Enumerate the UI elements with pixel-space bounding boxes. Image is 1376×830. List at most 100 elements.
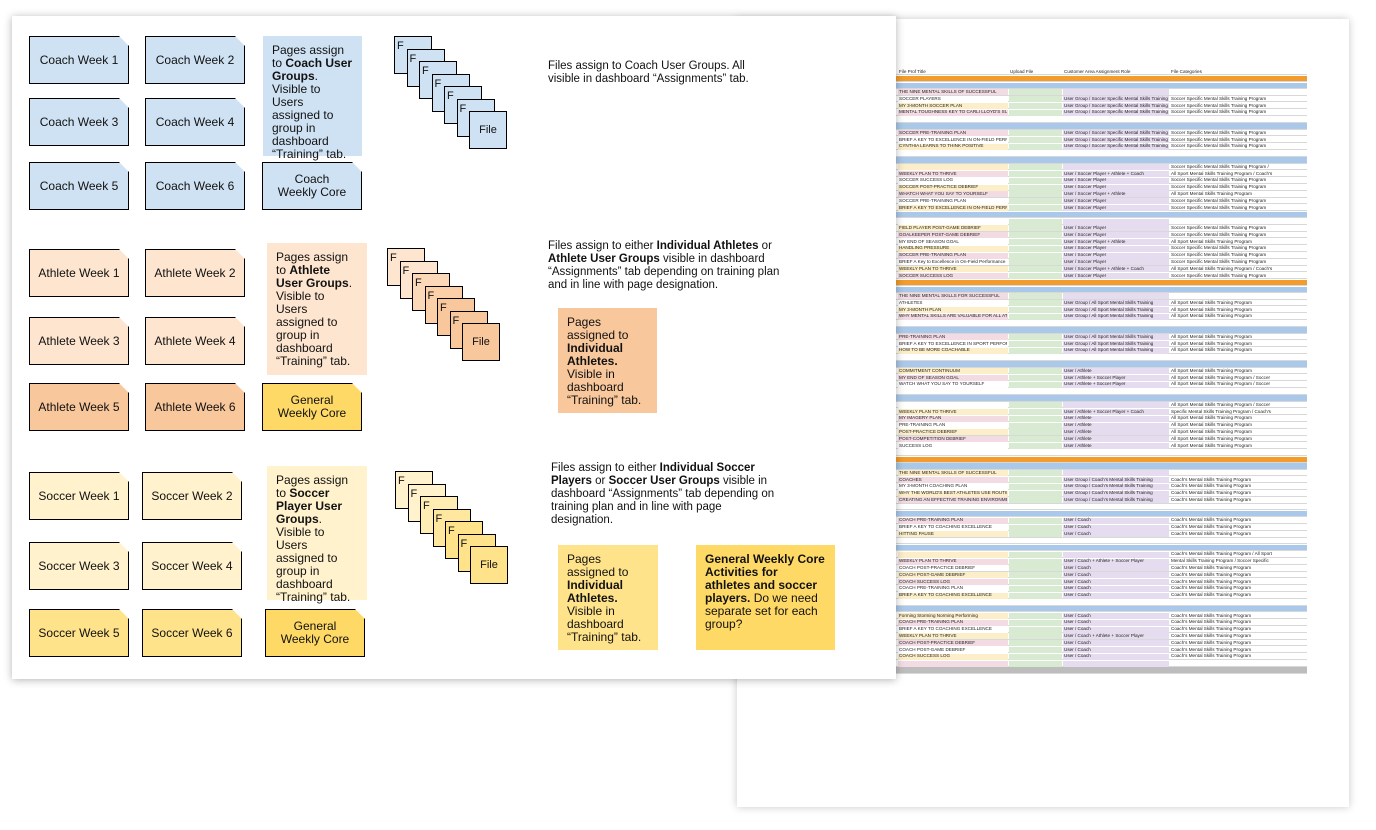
sheet-title-cell <box>898 429 1008 436</box>
sheet-cell-text: MENTAL TOUGHNESS KEY TO CARLI LLOYD'S SU… <box>899 109 1007 115</box>
sheet-upload-cell <box>1009 232 1062 239</box>
sheet-cell-text: WEEKLY PLAN TO THRIVE <box>899 558 957 564</box>
sheet-cell-text: Soccer Specific Mental Skills Training P… <box>1171 245 1267 251</box>
sheet-role-cell <box>1063 96 1169 103</box>
sheet-row <box>777 116 1307 123</box>
sheet-title-cell <box>898 266 1008 273</box>
sheet-cell-text: Soccer Specific Mental Skills Training P… <box>1171 136 1267 142</box>
athlete-pages-note: Pages assign to Athlete User Groups. Vis… <box>267 243 367 375</box>
sheet-title-cell <box>898 334 1008 341</box>
coach-week-4-card: Coach Week 4 <box>145 98 245 146</box>
sheet-cell-text: ATHLETES <box>899 299 923 305</box>
sheet-upload-cell <box>1009 436 1062 443</box>
sheet-title-cell <box>898 252 1008 259</box>
file-label: F <box>435 512 443 525</box>
sheet-cell-text: Coach's Mental Skills Training Program <box>1171 530 1252 536</box>
sheet-cell-text: User / Soccer Player + Athlete + Coach <box>1064 265 1144 271</box>
sheet-cell-text: MY 3-MONTH PLAN <box>899 306 942 312</box>
sheet-upload-cell <box>1009 137 1062 143</box>
sheet-cell-text: User / Coach <box>1064 517 1091 523</box>
sheet-cell-text: User / Soccer Player <box>1064 272 1107 278</box>
sheet-cell-text: All Sport Mental Skills Training Program… <box>1171 374 1271 380</box>
sheet-cell-text: COACH SUCCESS LOG <box>899 578 951 584</box>
sheet-cell-text: Soccer Specific Mental Skills Training P… <box>1171 258 1267 264</box>
sheet-title-cell <box>898 436 1008 443</box>
sheet-upload-cell <box>1009 565 1062 572</box>
sheet-cell-text: SOCCER PRE-TRAINING PLAN <box>899 129 967 135</box>
sheet-role-cell <box>1063 300 1169 307</box>
sheet-upload-cell <box>1009 429 1062 436</box>
sheet-title-cell <box>898 647 1008 653</box>
sheet-upload-cell <box>1009 198 1062 205</box>
sheet-cell-text: User / Coach <box>1064 592 1091 598</box>
sheet-upload-cell <box>1009 245 1062 252</box>
sheet-cell-text: POST-PRACTICE DEBRIEF <box>899 428 958 434</box>
sheet-cell-text: BRIEF A KEY TO COACHING EXCELLENCE <box>899 592 992 598</box>
sheet-cell-text: MY 3-MONTH SOCCER PLAN <box>899 102 963 108</box>
sheet-title-cell <box>898 347 1008 354</box>
sheet-role-cell <box>1063 409 1169 415</box>
sheet-title-cell <box>898 103 1008 109</box>
sheet-title-cell <box>898 313 1008 320</box>
sheet-role-cell <box>1063 232 1169 239</box>
sheet-role-cell <box>1063 252 1169 259</box>
sheet-upload-cell <box>1009 266 1062 273</box>
soccer-individual-note: Pages assigned to Individual Athletes. V… <box>558 545 658 650</box>
sheet-row <box>777 123 1307 130</box>
sheet-cell-text: User / Athlete + Soccer Player <box>1064 381 1126 387</box>
sheet-upload-cell <box>1009 443 1062 449</box>
sheet-row <box>777 279 1307 287</box>
sheet-row <box>777 456 1307 463</box>
sheet-cell-text: User Group / Soccer Specific Mental Skil… <box>1064 95 1168 101</box>
sheet-cell-text: Coach's Mental Skills Training Program <box>1171 646 1252 652</box>
sheet-title-cell <box>898 381 1008 388</box>
sheet-title-cell <box>898 245 1008 252</box>
sheet-role-cell <box>1063 109 1169 116</box>
sheet-title-cell <box>898 191 1008 198</box>
sheet-cell-text: All Sport Mental Skills Training Program <box>1171 367 1252 373</box>
sheet-upload-cell <box>1009 368 1062 375</box>
sheet-role-cell <box>1063 225 1169 232</box>
sheet-title-cell <box>898 143 1008 150</box>
sheet-upload-cell <box>1009 551 1062 558</box>
sheet-row: THE NINE MENTAL SKILLS OF SUCCESSFUL <box>777 470 1307 477</box>
sheet-row <box>777 463 1307 470</box>
sheet-cell-text: COACH POST-PRACTICE DEBRIEF <box>899 564 976 570</box>
sheet-cell-text: All Sport Mental Skills Training Program <box>1171 190 1252 196</box>
file-label: F <box>447 90 454 102</box>
athlete-week-2-card: Athlete Week 2 <box>145 249 245 297</box>
sheet-cell-text: COACHES <box>899 476 922 482</box>
sheet-upload-cell <box>1009 531 1062 538</box>
sheet-cell-text: Soccer Specific Mental Skills Training P… <box>1171 224 1267 230</box>
sheet-title-cell <box>898 225 1008 232</box>
sheet-cell-text: All Sport Mental Skills Training Program <box>1171 299 1252 305</box>
sheet-cell-text: Coach's Mental Skills Training Program /… <box>1171 551 1272 557</box>
file-label: File <box>479 124 497 136</box>
sheet-row <box>777 75 1307 83</box>
sheet-role-cell <box>1063 293 1169 300</box>
sheet-title-cell <box>898 198 1008 205</box>
sheet-role-cell <box>1063 558 1169 565</box>
sheet-row <box>777 327 1307 334</box>
sheet-cell-text: All Sport Mental Skills Training Program <box>1171 347 1252 353</box>
sheet-cell-text: Soccer Specific Mental Skills Training P… <box>1171 163 1269 169</box>
sheet-role-cell <box>1063 368 1169 375</box>
sheet-title-cell <box>898 443 1008 449</box>
sheet-cell-text: SOCCER PRE-TRAINING PLAN <box>899 197 967 203</box>
sheet-cell-text: SOCCER SUCCESS LOG <box>899 272 954 278</box>
sheet-row <box>777 157 1307 164</box>
sheet-upload-cell <box>1009 579 1062 585</box>
sheet-upload-cell <box>1009 191 1062 198</box>
sheet-title-cell <box>898 368 1008 375</box>
sheet-upload-cell <box>1009 96 1062 103</box>
